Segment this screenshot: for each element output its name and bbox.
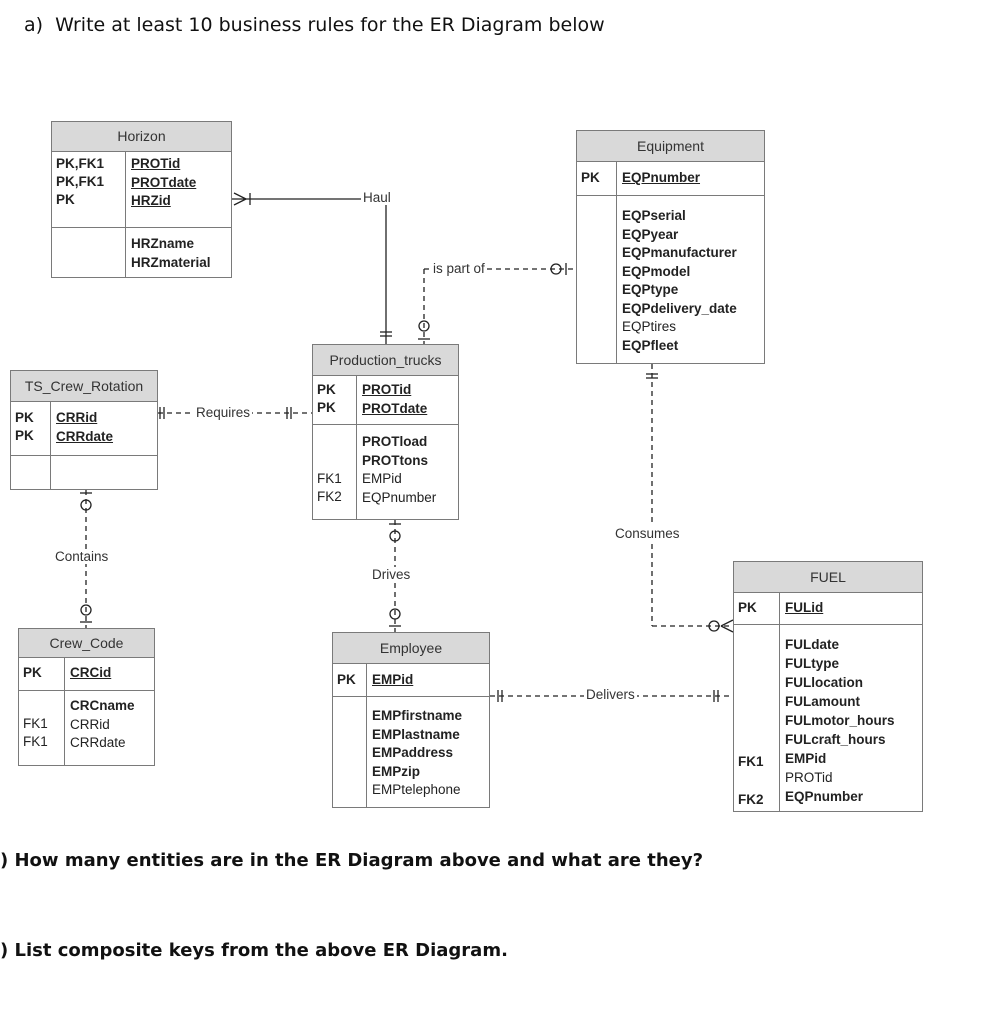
relationship-label-is-part-of: is part of — [431, 261, 487, 276]
attribute-protons: PROTtons — [362, 452, 428, 468]
attribute-eqpnumber: EQPnumber — [785, 789, 864, 804]
key-label: PK — [15, 428, 34, 443]
entity-header: Production_trucks — [313, 345, 458, 376]
relationship-label-consumes: Consumes — [613, 526, 682, 541]
entity-header: Crew_Code — [19, 629, 154, 658]
attribute-eqpyear: EQPyear — [622, 226, 679, 242]
key-label: PK — [317, 382, 336, 397]
key-label: FK1 — [738, 754, 764, 769]
attribute-fultype: FULtype — [785, 656, 839, 671]
attribute-protid: PROTid — [785, 770, 833, 785]
relationship-label-contains: Contains — [53, 549, 111, 564]
question-a: a) Write at least 10 business rules for t… — [24, 14, 605, 36]
key-label: PK — [738, 600, 757, 615]
key-label: PK — [15, 410, 34, 425]
attribute-fulamount: FULamount — [785, 694, 860, 709]
entity-employee: Employee PK EMPid EMPfirstname EMPlastna… — [332, 632, 490, 808]
entity-fuel: FUEL PK FULid FK1 FK2 FULdate FULtype FU… — [733, 561, 923, 812]
attribute-crrdate: CRRdate — [56, 428, 114, 444]
entity-header: Horizon — [52, 122, 231, 152]
attribute-empaddress: EMPaddress — [372, 745, 454, 760]
key-label: PK — [337, 672, 356, 687]
question-b: ) How many entities are in the ER Diagra… — [0, 850, 704, 871]
relationship-label-haul: Haul — [361, 190, 393, 205]
entity-equipment: Equipment PK EQPnumber EQPserial EQPyear… — [576, 130, 765, 364]
attribute-empfirstname: EMPfirstname — [372, 708, 463, 723]
entity-header: Equipment — [577, 131, 764, 162]
attribute-crrid: CRRid — [70, 716, 110, 732]
attribute-empzip: EMPzip — [372, 763, 421, 779]
relationship-label-delivers: Delivers — [584, 687, 637, 702]
relationship-label-requires: Requires — [194, 405, 253, 420]
attribute-empid: EMPid — [372, 672, 414, 687]
attribute-eqpserial: EQPserial — [622, 208, 686, 223]
key-label: FK1 — [23, 716, 48, 731]
key-label: PK,FK1 — [56, 156, 105, 171]
key-label: FK1 — [23, 734, 48, 749]
attribute-crcname: CRCname — [70, 698, 135, 713]
relationship-label-drives: Drives — [370, 567, 413, 582]
attribute-protid: PROTid — [131, 156, 181, 171]
attribute-empid: EMPid — [785, 751, 827, 766]
attribute-fuldate: FULdate — [785, 637, 839, 652]
attribute-eqpfleet: EQPfleet — [622, 337, 679, 353]
attribute-fulmotor-hours: FULmotor_hours — [785, 713, 895, 728]
key-label: PK,FK1 — [56, 174, 105, 189]
key-label: PK — [56, 192, 75, 207]
attribute-eqptype: EQPtype — [622, 282, 679, 297]
entity-horizon: Horizon PK,FK1 PK,FK1 PK PROTid PROTdate… — [51, 121, 232, 278]
attribute-eqpnumber: EQPnumber — [362, 489, 437, 505]
attribute-crrdate: CRRdate — [70, 735, 126, 750]
entity-header: Employee — [333, 633, 489, 664]
entity-header: TS_Crew_Rotation — [11, 371, 157, 402]
attribute-protload: PROTload — [362, 434, 428, 449]
attribute-fulid: FULid — [785, 600, 824, 615]
key-label: FK1 — [317, 471, 342, 486]
attribute-protdate: PROTdate — [131, 174, 197, 190]
attribute-fullocation: FULlocation — [785, 675, 863, 690]
attribute-emplastname: EMPlastname — [372, 726, 460, 742]
entity-crew-code: Crew_Code PK CRCid FK1 FK1 CRCname CRRid… — [18, 628, 155, 766]
attribute-eqpmodel: EQPmodel — [622, 263, 691, 279]
question-a-text: Write at least 10 business rules for the… — [55, 14, 605, 36]
key-label: PK — [581, 170, 600, 185]
attribute-empid: EMPid — [362, 471, 402, 486]
attribute-hrzname: HRZname — [131, 236, 195, 251]
entity-header: FUEL — [734, 562, 922, 593]
question-c: ) List composite keys from the above ER … — [0, 940, 508, 961]
attribute-hrzid: HRZid — [131, 193, 171, 208]
key-label: PK — [23, 665, 42, 680]
attribute-eqpdelivery-date: EQPdelivery_date — [622, 300, 737, 316]
key-label: FK2 — [738, 792, 764, 807]
key-label: FK2 — [317, 489, 342, 504]
attribute-fulcraft-hours: FULcraft_hours — [785, 732, 886, 747]
attribute-eqpnumber: EQPnumber — [622, 170, 701, 185]
entity-production-trucks: Production_trucks PK PK PROTid PROTdate … — [312, 344, 459, 520]
attribute-eqpmanufacturer: EQPmanufacturer — [622, 245, 737, 260]
attribute-eqptires: EQPtires — [622, 319, 677, 334]
attribute-crrid: CRRid — [56, 410, 98, 425]
attribute-protdate: PROTdate — [362, 400, 428, 416]
attribute-protid: PROTid — [362, 382, 412, 397]
attribute-hrzmaterial: HRZmaterial — [131, 254, 211, 270]
question-a-label: a) — [24, 14, 44, 36]
attribute-emptelephone: EMPtelephone — [372, 782, 461, 797]
attribute-crcid: CRCid — [70, 665, 112, 680]
key-label: PK — [317, 400, 336, 415]
entity-ts-crew-rotation: TS_Crew_Rotation PK PK CRRid CRRdate — [10, 370, 158, 490]
